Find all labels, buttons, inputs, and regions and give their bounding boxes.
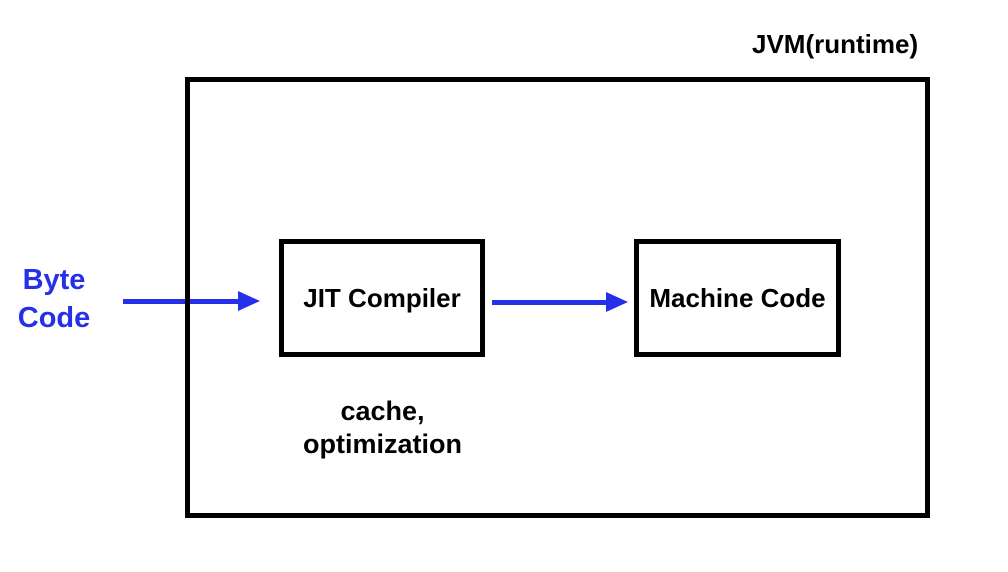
byte-code-label: Byte Code (17, 264, 91, 334)
cache-optimization-annotation: cache, optimization (303, 396, 462, 459)
jvm-runtime-title: JVM(runtime) (752, 29, 919, 59)
jvm-runtime-container: JIT Compiler Machine Code cache, optimiz… (185, 77, 930, 518)
arrow-shaft (492, 300, 607, 305)
arrow-head-icon (606, 292, 628, 312)
arrow-shaft (123, 299, 239, 304)
machine-code-label: Machine Code (649, 282, 826, 313)
arrow-head-icon (238, 291, 260, 311)
jit-compiler-box: JIT Compiler (279, 239, 485, 357)
jit-compiler-label: JIT Compiler (303, 282, 461, 313)
machine-code-box: Machine Code (634, 239, 841, 357)
